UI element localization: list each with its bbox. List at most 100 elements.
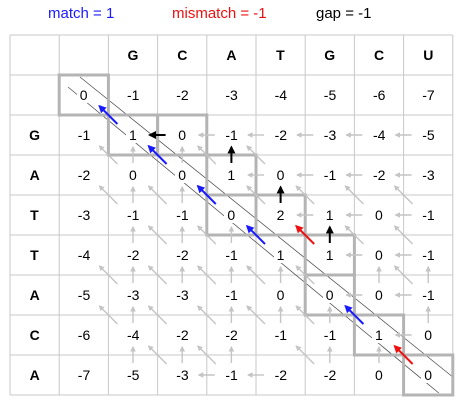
score-cell: 1 <box>322 207 337 223</box>
score-cell: -5 <box>320 87 340 103</box>
legend-mismatch: mismatch = -1 <box>172 5 267 22</box>
arrow-diagonal-gray <box>295 345 315 365</box>
score-cell: -2 <box>124 247 143 263</box>
column-header: C <box>371 47 388 63</box>
score-cell: 1 <box>322 247 337 263</box>
score-cell: -1 <box>222 247 241 263</box>
arrow-diagonal-red <box>295 224 315 245</box>
row-header: T <box>27 247 42 263</box>
score-cell: -2 <box>222 327 241 343</box>
score-cell: -5 <box>74 287 94 303</box>
arrow-diagonal-gray <box>393 265 414 285</box>
row-header: T <box>27 207 42 223</box>
column-header: G <box>321 47 339 63</box>
score-cell: 0 <box>224 207 239 223</box>
score-cell: -6 <box>74 327 94 343</box>
arrow-diagonal-gray <box>393 225 414 245</box>
column-header: U <box>420 47 437 63</box>
score-cell: -2 <box>173 247 192 263</box>
traceback-path-cell <box>57 73 110 117</box>
arrow-diagonal-gray <box>197 145 217 165</box>
arrow-diagonal-gray <box>295 185 315 205</box>
arrow-diagonal-gray <box>246 145 266 165</box>
score-cell: 0 <box>322 287 337 303</box>
score-cell: -1 <box>271 327 291 343</box>
arrow-diagonal-gray <box>147 225 168 245</box>
score-cell: 1 <box>372 327 386 343</box>
arrow-diagonal-gray <box>246 185 266 205</box>
arrow-diagonal-gray <box>197 305 217 325</box>
score-cell: -1 <box>419 207 438 223</box>
column-header: G <box>124 47 142 63</box>
score-cell: -3 <box>419 167 438 183</box>
score-cell: 1 <box>224 167 239 183</box>
score-cell: -2 <box>320 367 340 383</box>
score-cell: -1 <box>222 127 241 143</box>
score-cell: 0 <box>421 327 435 343</box>
score-cell: -3 <box>222 87 241 103</box>
score-cell: 2 <box>273 207 288 223</box>
score-cell: 0 <box>372 247 386 263</box>
score-cell: -2 <box>271 127 291 143</box>
arrow-diagonal-gray <box>295 305 315 325</box>
arrow-diagonal-gray <box>197 345 217 365</box>
score-cell: -4 <box>370 127 389 143</box>
arrow-diagonal-gray <box>98 185 118 205</box>
score-cell: 0 <box>372 367 386 383</box>
score-cell: -5 <box>124 367 143 383</box>
score-cell: -1 <box>320 327 340 343</box>
score-cell: -3 <box>173 287 192 303</box>
arrow-diagonal-gray <box>344 185 364 205</box>
arrow-diagonal-gray <box>246 305 266 325</box>
score-cell: 0 <box>175 167 189 183</box>
score-cell: -4 <box>124 327 143 343</box>
score-cell: -7 <box>419 87 438 103</box>
row-header: A <box>26 167 43 183</box>
score-cell: -2 <box>173 87 192 103</box>
arrow-diagonal-gray <box>295 265 315 285</box>
score-cell: -3 <box>320 127 340 143</box>
score-cell: 0 <box>372 207 386 223</box>
score-cell: -1 <box>124 207 143 223</box>
arrow-diagonal-blue <box>245 224 266 245</box>
score-cell: -2 <box>271 367 291 383</box>
column-header: T <box>273 47 288 63</box>
arrow-diagonal-gray <box>147 185 168 205</box>
arrow-diagonal-gray <box>147 265 168 285</box>
score-cell: -1 <box>222 287 241 303</box>
score-cell: -3 <box>74 207 94 223</box>
arrow-diagonal-gray <box>197 265 217 285</box>
score-cell: 0 <box>273 167 288 183</box>
score-cell: 0 <box>76 87 91 103</box>
scoring-legend: match = 1 mismatch = -1 gap = -1 <box>0 0 461 30</box>
legend-gap: gap = -1 <box>316 5 372 22</box>
traceback-path-cell <box>402 353 455 397</box>
score-cell: -6 <box>370 87 389 103</box>
score-cell: 0 <box>273 287 288 303</box>
arrow-diagonal-blue <box>147 144 168 165</box>
score-cell: 0 <box>126 167 140 183</box>
score-cell: -1 <box>419 247 438 263</box>
row-header: G <box>26 127 43 143</box>
arrow-diagonal-gray <box>197 225 217 245</box>
score-cell: 1 <box>273 247 288 263</box>
score-cell: -3 <box>173 367 192 383</box>
score-cell: -3 <box>124 287 143 303</box>
score-cell: -1 <box>222 367 241 383</box>
score-cell: -1 <box>124 87 143 103</box>
arrow-diagonal-gray <box>147 345 168 365</box>
row-header: A <box>26 287 43 303</box>
arrow-diagonal-gray <box>344 225 364 245</box>
score-cell: 0 <box>175 127 189 143</box>
arrow-diagonal-blue <box>344 304 365 325</box>
column-header: C <box>174 47 191 63</box>
arrow-diagonal-gray <box>98 305 118 325</box>
score-cell: -1 <box>173 207 192 223</box>
score-cell: -1 <box>320 167 340 183</box>
score-cell: -2 <box>370 167 389 183</box>
traceback-band-line <box>79 76 454 378</box>
row-header: A <box>26 367 43 383</box>
arrow-diagonal-gray <box>393 185 414 205</box>
